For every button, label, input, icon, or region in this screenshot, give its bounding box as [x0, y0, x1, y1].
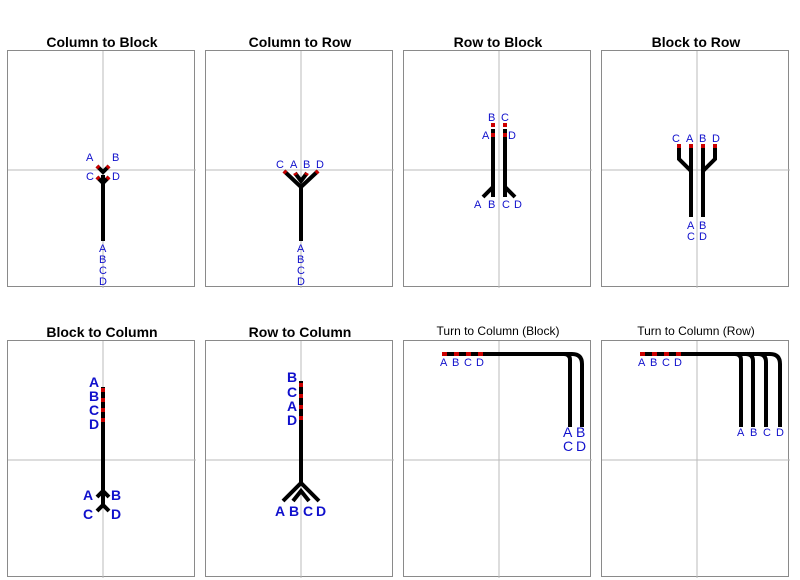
bottom-label-d: D	[699, 231, 707, 243]
top-label-a: A	[86, 152, 94, 164]
bottom-label-a: A	[297, 243, 305, 255]
bottom-label-a: A	[737, 427, 745, 439]
top-label-c: C	[86, 171, 94, 183]
top-label-a: A	[287, 398, 297, 414]
diagram-row-to-column: B C A D A B C D	[206, 341, 394, 578]
diagram-turn-to-column-row: A B C D A B C D	[602, 341, 790, 578]
diagram-block-to-column: A B C D A B C D	[8, 341, 196, 578]
top-label-c: C	[89, 402, 99, 418]
wire-bundle	[442, 352, 584, 427]
bottom-label-d: D	[514, 199, 522, 211]
top-label-b: B	[699, 133, 706, 145]
bottom-label-c: C	[99, 265, 107, 277]
top-label-d: D	[508, 130, 516, 142]
top-label-d: D	[712, 133, 720, 145]
top-label-b: B	[650, 357, 657, 369]
top-label-b: B	[287, 369, 297, 385]
wire-bundle	[95, 387, 111, 513]
panel-title-turn-to-column-row: Turn to Column (Row)	[637, 324, 755, 338]
top-label-d: D	[287, 412, 297, 428]
panel-title-column-to-row: Column to Row	[248, 34, 352, 50]
top-label-c: C	[464, 357, 472, 369]
bottom-label-c: C	[303, 503, 313, 519]
diagram-row-to-block: B C A D A B C D	[404, 51, 592, 288]
top-label-c: C	[672, 133, 680, 145]
top-label-d: D	[674, 357, 682, 369]
bottom-label-d: D	[776, 427, 784, 439]
bottom-label-d: D	[99, 276, 107, 288]
bottom-label-c: C	[763, 427, 771, 439]
wire-end-marks	[677, 144, 717, 148]
bottom-label-d: D	[576, 438, 586, 454]
top-label-a: A	[638, 357, 646, 369]
panel-block-to-row: C A B D A B C D	[601, 50, 790, 288]
bottom-label-b: B	[699, 220, 706, 232]
panel-turn-to-column-row: A B C D A B C D	[601, 340, 790, 578]
top-label-c: C	[501, 112, 509, 124]
panel-block-to-column: A B C D A B C D	[7, 340, 196, 578]
top-label-a: A	[440, 357, 448, 369]
wire-end-marks	[282, 169, 320, 176]
top-label-c: C	[276, 159, 284, 171]
top-label-b: B	[452, 357, 459, 369]
wire-bundle	[640, 352, 782, 427]
panel-turn-to-column-block: A B C D A B C D	[403, 340, 592, 578]
diagram-column-to-row: C A B D A B C D	[206, 51, 394, 288]
bottom-label-b: B	[289, 503, 299, 519]
top-label-d: D	[316, 159, 324, 171]
bottom-label-b: B	[297, 254, 304, 266]
top-label-b: B	[488, 112, 495, 124]
top-label-b: B	[303, 159, 310, 171]
panel-title-block-to-row: Block to Row	[651, 34, 741, 50]
panel-title-block-to-column: Block to Column	[46, 324, 158, 340]
wire-end-marks	[95, 164, 111, 181]
top-label-c: C	[662, 357, 670, 369]
top-label-b: B	[89, 388, 99, 404]
bottom-label-a: A	[474, 199, 482, 211]
bottom-label-b: B	[576, 424, 585, 440]
bottom-label-c: C	[502, 199, 510, 211]
panel-title-row-to-column: Row to Column	[248, 324, 352, 340]
top-label-a: A	[482, 130, 490, 142]
bottom-label-c: C	[563, 438, 573, 454]
top-label-b: B	[112, 152, 119, 164]
top-label-a: A	[290, 159, 298, 171]
wire-bundle	[282, 169, 320, 241]
panel-row-to-column: B C A D A B C D	[205, 340, 394, 578]
bottom-label-b: B	[111, 487, 121, 503]
top-label-d: D	[112, 171, 120, 183]
bottom-label-c: C	[297, 265, 305, 277]
bottom-label-d: D	[316, 503, 326, 519]
top-label-d: D	[476, 357, 484, 369]
diagram-turn-to-column-block: A B C D A B C D	[404, 341, 592, 578]
panel-title-turn-to-column-block: Turn to Column (Block)	[436, 324, 560, 338]
panel-title-column-to-block: Column to Block	[46, 34, 158, 50]
bottom-label-c: C	[83, 506, 93, 522]
wire-bundle	[677, 147, 717, 217]
bottom-label-a: A	[99, 243, 107, 255]
bottom-label-b: B	[99, 254, 106, 266]
bottom-label-a: A	[275, 503, 285, 519]
bottom-label-a: A	[687, 220, 695, 232]
bottom-label-a: A	[83, 487, 93, 503]
panel-column-to-block: A B C D A B C D	[7, 50, 196, 288]
diagram-block-to-row: C A B D A B C D	[602, 51, 790, 288]
bottom-label-b: B	[488, 199, 495, 211]
panel-row-to-block: B C A D A B C D	[403, 50, 592, 288]
wire-bundle	[481, 129, 517, 199]
top-label-a: A	[686, 133, 694, 145]
bottom-label-d: D	[111, 506, 121, 522]
top-label-d: D	[89, 416, 99, 432]
bottom-label-c: C	[687, 231, 695, 243]
wire-end-marks	[491, 123, 507, 137]
bottom-label-d: D	[297, 276, 305, 288]
top-label-c: C	[287, 384, 297, 400]
diagram-column-to-block: A B C D A B C D	[8, 51, 196, 288]
panel-column-to-row: C A B D A B C D	[205, 50, 394, 288]
wire-bundle	[281, 381, 321, 503]
bottom-label-a: A	[563, 424, 573, 440]
bottom-label-b: B	[750, 427, 757, 439]
panel-title-row-to-block: Row to Block	[453, 34, 543, 50]
top-label-a: A	[89, 374, 99, 390]
